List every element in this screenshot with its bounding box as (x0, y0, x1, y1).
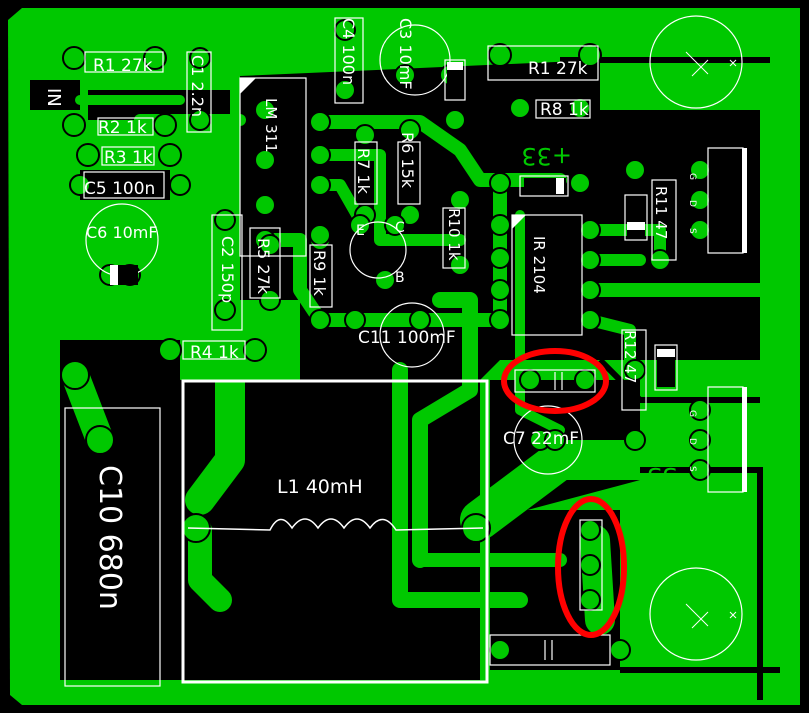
label-r10: R10 1k (445, 208, 463, 261)
label-r5: R5 27k (254, 238, 273, 295)
label-c10: C10 680n (92, 465, 127, 610)
label-c1: C1 2.2n (188, 55, 207, 117)
ir2104-pin1-marker (512, 215, 526, 229)
capacitor-symbols (544, 372, 563, 660)
label-c7: C7 22mF (503, 429, 579, 449)
label-r1: R1 27k (93, 56, 153, 76)
c4-outline (334, 17, 364, 104)
mount-hole-marks (685, 51, 737, 629)
label-r11: R11 47 (652, 186, 670, 239)
diode-right-outline (624, 194, 648, 241)
highlight-ellipse-capacitor (501, 348, 609, 414)
mosfet1-pin-labels: G D S (687, 173, 697, 234)
r6-outline (397, 141, 421, 205)
label-r3: R3 1k (104, 148, 153, 168)
c11-outline (379, 302, 445, 368)
r4-outline (182, 340, 246, 360)
ir2104-outline (511, 214, 583, 336)
label-c11: C11 100mF (358, 328, 456, 348)
diode-bodies (110, 62, 675, 387)
c9-outline (489, 634, 611, 666)
diode-right2-outline (654, 344, 678, 391)
mosfet1-pin-d: D (687, 200, 697, 207)
label-l1: L1 40mH (277, 476, 363, 498)
label-r4: R4 1k (190, 343, 239, 363)
r9-outline (309, 244, 333, 308)
inductor-coil-symbol (187, 518, 484, 531)
c10-outline (64, 407, 161, 687)
label-r12: R12 47 (621, 330, 639, 383)
label-r9: R9 1k (310, 250, 329, 297)
label-b: B (395, 270, 405, 286)
r12-outline (621, 329, 647, 411)
lm311-pin1-marker (240, 78, 256, 94)
label-e: E (356, 223, 365, 239)
diode-top-outline (444, 59, 466, 101)
lm311-outline (239, 77, 307, 257)
label-ir2104: IR 2104 (530, 236, 548, 294)
r7-outline (354, 141, 378, 205)
label-r8: R8 1k (540, 100, 589, 120)
label-lm311: LM 311 (262, 98, 280, 153)
label-r6: R6 15k (398, 132, 417, 189)
mosfet-tabs (742, 148, 747, 492)
label-c5: C5 100n (84, 179, 155, 199)
label-c3: C3 10mF (396, 18, 415, 90)
label-r2: R2 1k (98, 118, 147, 138)
r3-outline (101, 146, 155, 166)
mount-hole-top (649, 15, 743, 109)
label-r1b: R1 27k (528, 59, 588, 79)
c8-outline (514, 369, 596, 393)
label-c6: C6 10mF (86, 223, 158, 242)
transistor-outline (349, 221, 407, 279)
c7-outline (513, 405, 583, 475)
mosfet2-pin-labels: G D S (687, 410, 697, 472)
label-c-pin: C (395, 220, 405, 236)
mosfet1-pin-s: S (687, 228, 697, 234)
r5-outline (249, 227, 281, 299)
mount-hole-bottom (649, 567, 743, 661)
r8-outline (535, 99, 591, 119)
component-pads (60, 19, 711, 661)
mosfet2-pin-s: S (687, 466, 697, 472)
c5-outline (83, 171, 165, 199)
label-c4: C4 100n (339, 18, 358, 85)
diode-mid-outline (519, 175, 569, 197)
label-r7: R7 1k (354, 148, 373, 195)
r1b-outline (487, 45, 599, 81)
silkscreen-outlines (64, 15, 744, 687)
l1-outline (181, 379, 489, 684)
c1-outline (186, 51, 212, 133)
label-c2: C2 150p (218, 236, 237, 303)
label-minus33: -33 (647, 462, 686, 490)
connector-outline (579, 519, 603, 611)
label-plus33: +33 (521, 142, 572, 170)
r11-outline (651, 179, 677, 261)
mosfet1-pin-g: G (687, 173, 697, 180)
r1-outline (84, 51, 164, 73)
r2-outline (97, 117, 154, 136)
highlight-ellipse-connector (555, 496, 627, 638)
label-in: IN (43, 88, 64, 107)
mosfet2-pin-d: D (687, 438, 697, 445)
r10-outline (442, 207, 466, 269)
mosfet2-pin-g: G (687, 410, 697, 417)
c2-outline (211, 214, 243, 331)
